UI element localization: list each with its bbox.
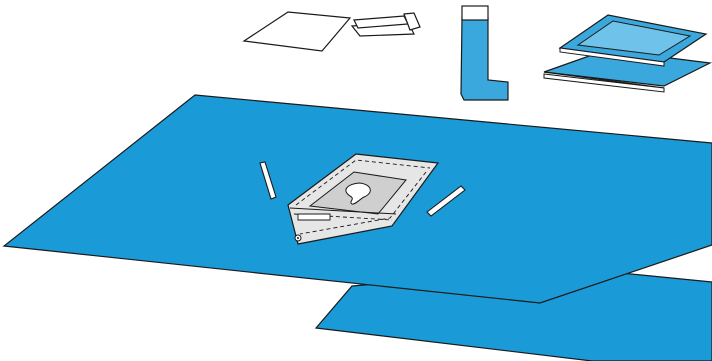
tape-strip-icon [352, 13, 420, 36]
foot-stockinette-icon [461, 6, 508, 100]
stacked-towels-icon [544, 15, 710, 92]
small-sheet-icon [244, 12, 350, 51]
